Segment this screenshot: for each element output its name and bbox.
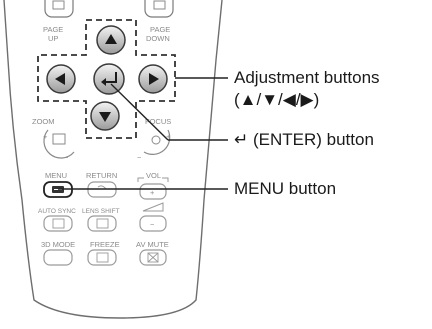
- lens-shift-button[interactable]: [87, 215, 117, 232]
- down-button[interactable]: [90, 101, 120, 131]
- adjustment-callout-line1: Adjustment buttons: [234, 68, 380, 87]
- menu-label: MENU: [45, 171, 67, 180]
- vol-bracket: [137, 177, 169, 182]
- av-mute-icon: [147, 252, 159, 263]
- zoom-label: ZOOM: [32, 117, 55, 126]
- vol-ramp-icon: [142, 202, 164, 212]
- vol-up-button[interactable]: [139, 183, 167, 200]
- adjustment-buttons-callout: Adjustment buttons (▲/▼/◀/▶): [234, 67, 380, 111]
- freeze-label: FREEZE: [90, 240, 120, 249]
- left-arrow-icon: [55, 73, 65, 85]
- page-up-label-2: UP: [48, 34, 58, 43]
- right-button[interactable]: [138, 64, 168, 94]
- focus-rocker[interactable]: [143, 129, 171, 155]
- down-arrow-icon: [99, 112, 111, 122]
- zoom-plus: +: [43, 132, 48, 141]
- enter-leader-line: [110, 83, 169, 141]
- 3d-mode-button[interactable]: [43, 249, 73, 266]
- enter-button[interactable]: [93, 63, 125, 95]
- focus-minus: −: [137, 153, 142, 162]
- right-arrow-icon: [149, 73, 159, 85]
- menu-button-callout: MENU button: [234, 179, 337, 198]
- focus-icon: [151, 135, 161, 145]
- page-down-icon: [153, 0, 166, 10]
- top-left-button[interactable]: [44, 0, 74, 18]
- page-up-label: PAGE: [43, 25, 63, 34]
- lens-shift-icon: [96, 218, 109, 229]
- lens-shift-label: LENS SHIFT: [82, 208, 120, 215]
- adjustment-callout-line2: (▲/▼/◀/▶): [234, 90, 320, 109]
- zoom-rocker[interactable]: [43, 129, 75, 159]
- enter-icon: [104, 72, 117, 83]
- auto-sync-label: AUTO SYNC: [38, 208, 76, 215]
- auto-sync-button[interactable]: [43, 215, 73, 232]
- enter-button-callout: ↵ (ENTER) button: [234, 130, 374, 149]
- zoom-icon: [52, 133, 66, 145]
- 3d-mode-label: 3D MODE: [41, 240, 75, 249]
- vol-label: VOL: [146, 171, 161, 180]
- vol-plus: +: [150, 188, 155, 197]
- focus-plus: +: [166, 132, 171, 141]
- page-up-icon: [52, 0, 65, 10]
- up-arrow-icon: [105, 34, 117, 44]
- zoom-minus: −: [64, 153, 69, 162]
- focus-label: FOCUS: [145, 117, 171, 126]
- adjustment-highlight-box: [37, 19, 176, 139]
- freeze-icon: [96, 252, 109, 263]
- left-button[interactable]: [46, 64, 76, 94]
- page-down-label: PAGE: [150, 25, 170, 34]
- page-down-label-2: DOWN: [146, 34, 170, 43]
- freeze-button[interactable]: [87, 249, 117, 266]
- up-button[interactable]: [96, 25, 126, 55]
- vol-down-button[interactable]: [139, 215, 167, 232]
- vol-minus: −: [150, 220, 155, 229]
- auto-sync-icon: [52, 218, 65, 229]
- top-right-button[interactable]: [144, 0, 174, 18]
- return-icon: [97, 185, 107, 190]
- return-label: RETURN: [86, 171, 117, 180]
- av-mute-label: AV MUTE: [136, 240, 169, 249]
